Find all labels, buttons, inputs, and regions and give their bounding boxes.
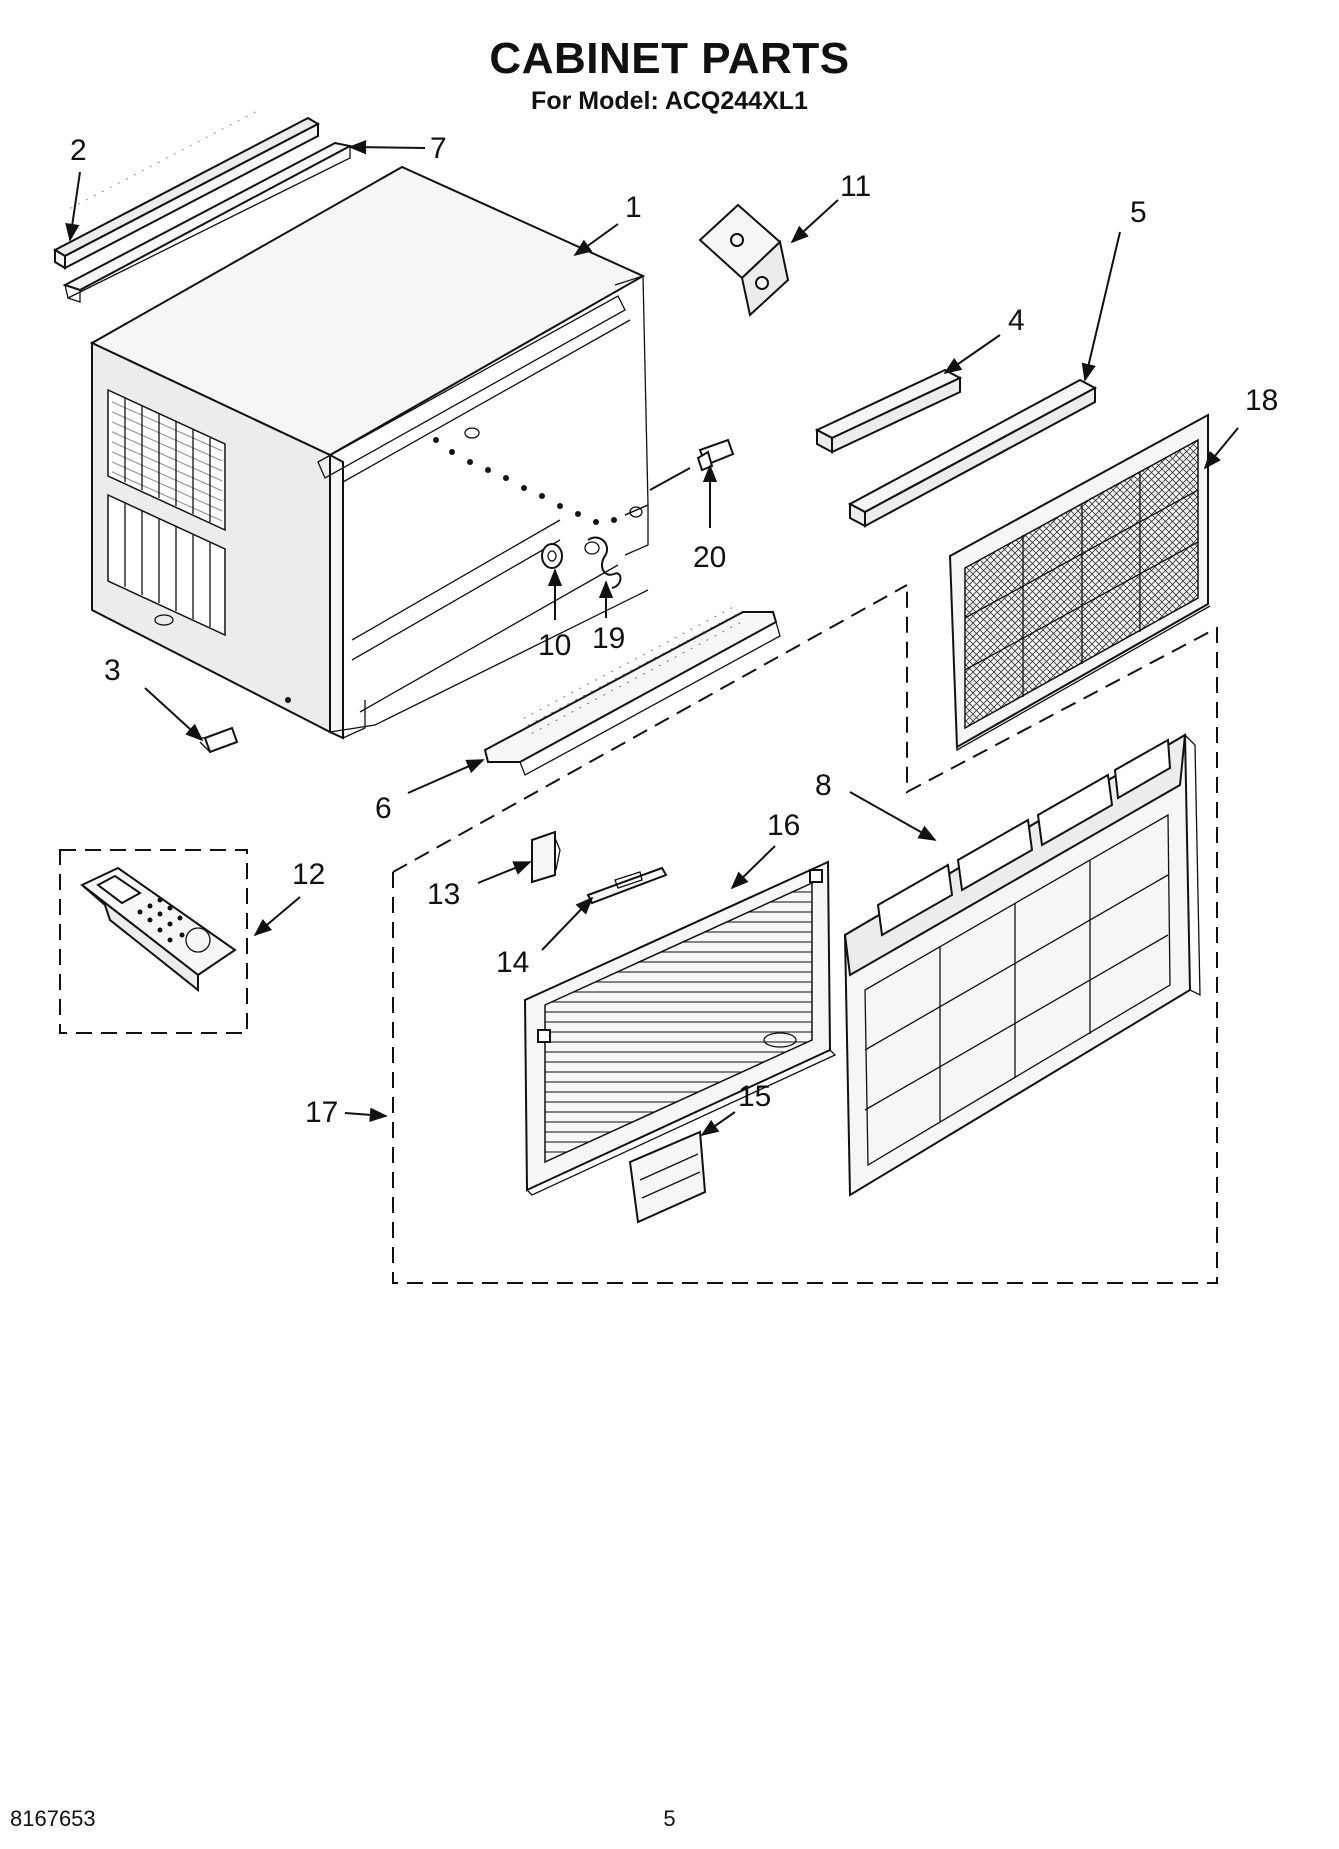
callout-10: 10: [538, 629, 571, 662]
part-15-door: [628, 1130, 707, 1224]
callout-20: 20: [693, 541, 726, 574]
part-17-front-panel-boundary: [392, 585, 1218, 1284]
callout-2: 2: [70, 134, 87, 167]
callout-16: 16: [767, 809, 800, 842]
callout-19: 19: [592, 622, 625, 655]
callout-11: 11: [840, 170, 871, 203]
part-12-remote-box: [59, 849, 248, 1034]
callout-12: 12: [292, 858, 325, 891]
callout-7: 7: [430, 132, 447, 165]
callout-15: 15: [738, 1080, 771, 1113]
part-2-top-rail: [52, 103, 321, 270]
callout-1: 1: [625, 191, 642, 224]
part-14-vane-link: [586, 866, 668, 905]
page-title: CABINET PARTS: [489, 34, 850, 83]
part-11-bracket: [698, 203, 790, 317]
part-1-cabinet-wrapper: [89, 165, 649, 740]
page-number: 5: [663, 1806, 676, 1831]
callout-labels: 2 7 1 11 5 4 18 20 10 19 3 6 8 12 13 14 …: [70, 132, 1278, 1129]
part-10-nut: [541, 543, 563, 569]
callout-14: 14: [496, 946, 529, 979]
part-13-switch: [531, 830, 561, 884]
part-6-bottom-rail: [483, 607, 781, 776]
part-19-wire-clip: [584, 536, 622, 589]
model-subtitle: For Model: ACQ244XL1: [531, 87, 808, 115]
part-3-screw: [197, 726, 239, 754]
part-20-bolt: [696, 438, 735, 472]
part-5-foam-strip: [847, 378, 1098, 528]
document-number: 8167653: [10, 1806, 96, 1831]
part-12-remote-control: [80, 866, 237, 993]
part-18-filter: [948, 413, 1211, 752]
part-4-foam-strip: [814, 368, 963, 454]
callout-8: 8: [815, 769, 832, 802]
callout-6: 6: [375, 792, 392, 825]
leader-lines: [65, 140, 1239, 1137]
callout-4: 4: [1008, 304, 1025, 337]
callout-5: 5: [1130, 196, 1147, 229]
callout-18: 18: [1245, 384, 1278, 417]
part-16-grille: [523, 860, 837, 1196]
callout-3: 3: [104, 654, 121, 687]
part-8-front-panel: [843, 733, 1201, 1197]
callout-13: 13: [427, 878, 460, 911]
callout-17: 17: [305, 1096, 338, 1129]
